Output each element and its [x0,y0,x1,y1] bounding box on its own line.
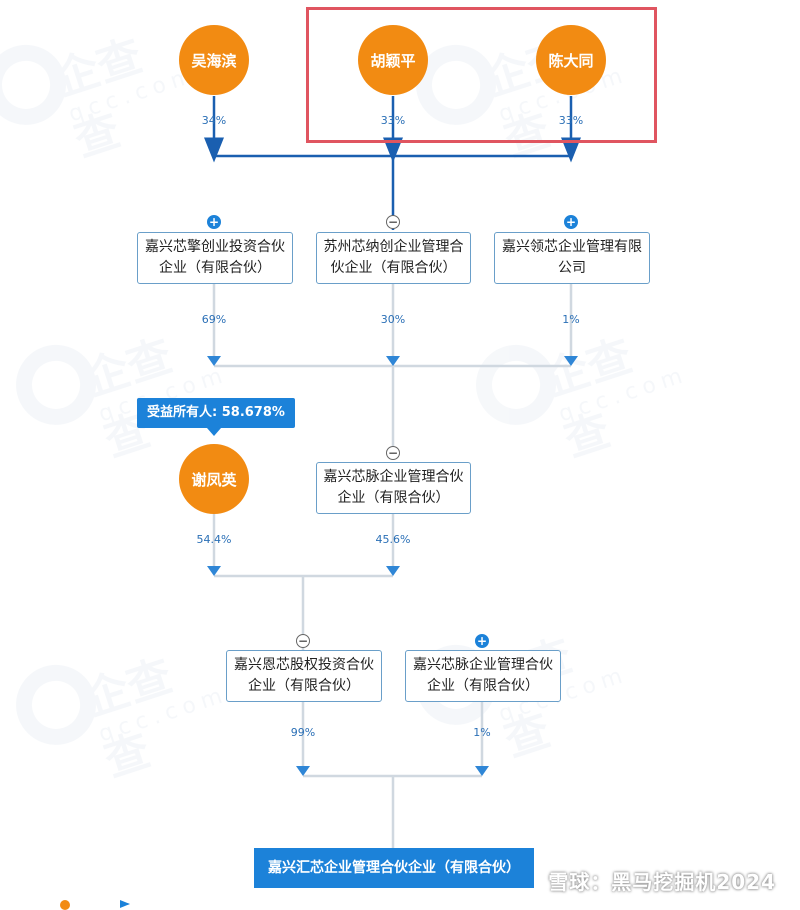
company-name-line: 企业（有限合伙） [248,678,360,694]
person-wu-haibin[interactable]: 吴海滨 [179,25,249,95]
share-percent: 1% [562,313,580,326]
share-percent: 69% [201,313,227,326]
company-name-line: 嘉兴领芯企业管理有限 [502,239,642,255]
expand-icon[interactable]: + [207,215,221,229]
company-node-jiaxing-enxin[interactable]: 嘉兴恩芯股权投资合伙企业（有限合伙） [226,650,382,702]
company-name-line: 嘉兴恩芯股权投资合伙 [234,657,374,673]
share-percent: 34% [201,114,227,127]
beneficiary-pointer-icon [207,428,221,436]
share-percent: 99% [290,726,316,739]
collapse-icon[interactable]: − [386,215,400,229]
company-name-line: 嘉兴芯脉企业管理合伙 [323,469,464,485]
expand-icon[interactable]: + [475,634,489,648]
company-node-jiaxing-lingxin[interactable]: 嘉兴领芯企业管理有限公司 [494,232,650,284]
person-xie-fengying[interactable]: 谢凤英 [179,444,249,514]
legend-arrow-icon [120,900,130,908]
share-percent: 33% [558,114,584,127]
company-name-line: 苏州芯纳创企业管理合 [323,239,464,255]
footer-watermark: 雪球：黑马挖掘机2024 [548,870,776,894]
company-name-line: 嘉兴芯擎创业投资合伙 [145,239,285,255]
company-node-suzhou-xinnachuang[interactable]: 苏州芯纳创企业管理合伙企业（有限合伙） [316,232,471,284]
company-node-jiaxing-xinmai-2[interactable]: 嘉兴芯脉企业管理合伙企业（有限合伙） [405,650,561,702]
company-name-line: 企业（有限合伙） [427,678,539,694]
company-name-line: 公司 [558,260,586,276]
share-percent: 1% [473,726,491,739]
company-name-line: 企业（有限合伙） [337,490,450,506]
person-chen-datong[interactable]: 陈大同 [536,25,606,95]
company-node-jiaxing-xinmai[interactable]: 嘉兴芯脉企业管理合伙企业（有限合伙） [316,462,471,514]
target-company-node[interactable]: 嘉兴汇芯企业管理合伙企业（有限合伙） [254,848,534,888]
collapse-icon[interactable]: − [296,634,310,648]
company-node-jiaxing-xinqing[interactable]: 嘉兴芯擎创业投资合伙企业（有限合伙） [137,232,293,284]
share-percent: 45.6% [375,533,411,546]
beneficiary-badge: 受益所有人: 58.678% [137,398,295,428]
expand-icon[interactable]: + [564,215,578,229]
share-percent: 54.4% [196,533,232,546]
highlight-box [306,7,657,143]
person-hu-yingping[interactable]: 胡颖平 [358,25,428,95]
share-percent: 33% [380,114,406,127]
collapse-icon[interactable]: − [386,446,400,460]
company-name-line: 嘉兴芯脉企业管理合伙 [413,657,553,673]
company-name-line: 企业（有限合伙） [159,260,271,276]
share-percent: 30% [380,313,406,326]
company-name-line: 伙企业（有限合伙） [330,260,457,276]
legend-dot-icon [60,900,70,910]
